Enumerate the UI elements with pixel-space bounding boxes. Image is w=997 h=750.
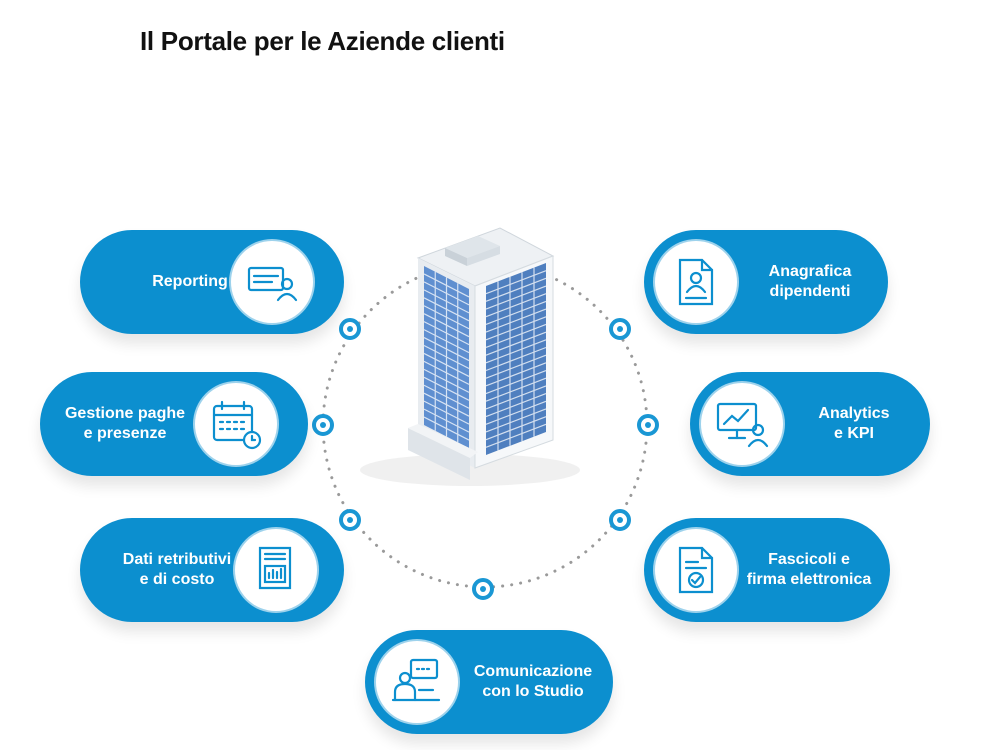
building-floor-right: [485, 385, 547, 410]
item-label-gestione: Gestione paghe e presenze: [64, 405, 186, 442]
building-floor-right: [485, 423, 547, 448]
building-floor-right: [485, 354, 547, 379]
building-floor-right: [485, 308, 547, 333]
item-analytics[interactable]: Analytics e KPI: [690, 372, 930, 476]
item-reporting[interactable]: Reporting: [80, 230, 344, 334]
item-anagrafica[interactable]: Anagrafica dipendenti: [644, 230, 888, 334]
item-dati[interactable]: Dati retributivi e di costo: [80, 518, 344, 622]
node-fascicoli-center: [617, 517, 623, 523]
building-floor-right: [485, 270, 547, 295]
item-label-anagrafica: Anagrafica dipendenti: [768, 263, 852, 300]
building-floor-right: [485, 285, 547, 310]
node-comunicazione-center: [480, 586, 486, 592]
item-fascicoli[interactable]: Fascicoli e firma elettronica: [644, 518, 890, 622]
page-title: Il Portale per le Aziende clienti: [140, 26, 505, 56]
node-analytics-center: [645, 422, 651, 428]
item-label-dati: Dati retributivi e di costo: [122, 551, 232, 588]
report-user-icon: [231, 241, 313, 323]
building-floor-right: [485, 416, 547, 441]
building-floor-right: [485, 393, 547, 418]
building-floor-right: [485, 369, 547, 395]
office-building: [360, 227, 580, 486]
bar-chart-document-icon: [235, 529, 317, 611]
building-floor-right: [485, 339, 547, 364]
building-floor-right: [485, 300, 547, 325]
node-anagrafica-center: [617, 326, 623, 332]
item-comunicazione[interactable]: Comunicazione con lo Studio: [365, 630, 613, 734]
building-floor-right: [485, 400, 547, 425]
node-gestione-center: [320, 422, 326, 428]
item-gestione[interactable]: Gestione paghe e presenze: [40, 372, 308, 476]
building-floor-right: [485, 293, 547, 318]
signed-document-icon: [655, 529, 737, 611]
building-floor-right: [485, 277, 547, 302]
building-floor-right: [485, 346, 547, 372]
analytics-presenter-icon: [701, 383, 783, 465]
item-label-fascicoli: Fascicoli e firma elettronica: [746, 551, 872, 588]
building-floor-right: [485, 323, 547, 349]
building-floor-right: [485, 331, 547, 356]
chat-person-icon: [376, 641, 458, 723]
node-dati-center: [347, 517, 353, 523]
node-reporting-center: [347, 326, 353, 332]
calendar-clock-icon: [195, 383, 277, 465]
building-floor-right: [485, 377, 547, 402]
item-label-comunicazione: Comunicazione con lo Studio: [473, 663, 593, 700]
building-floor-right: [485, 408, 547, 433]
building-floor-right: [485, 316, 547, 341]
profile-document-icon: [655, 241, 737, 323]
item-label-analytics: Analytics e KPI: [818, 405, 890, 442]
item-label-reporting: Reporting: [152, 273, 228, 290]
building-floor-right: [485, 362, 547, 387]
